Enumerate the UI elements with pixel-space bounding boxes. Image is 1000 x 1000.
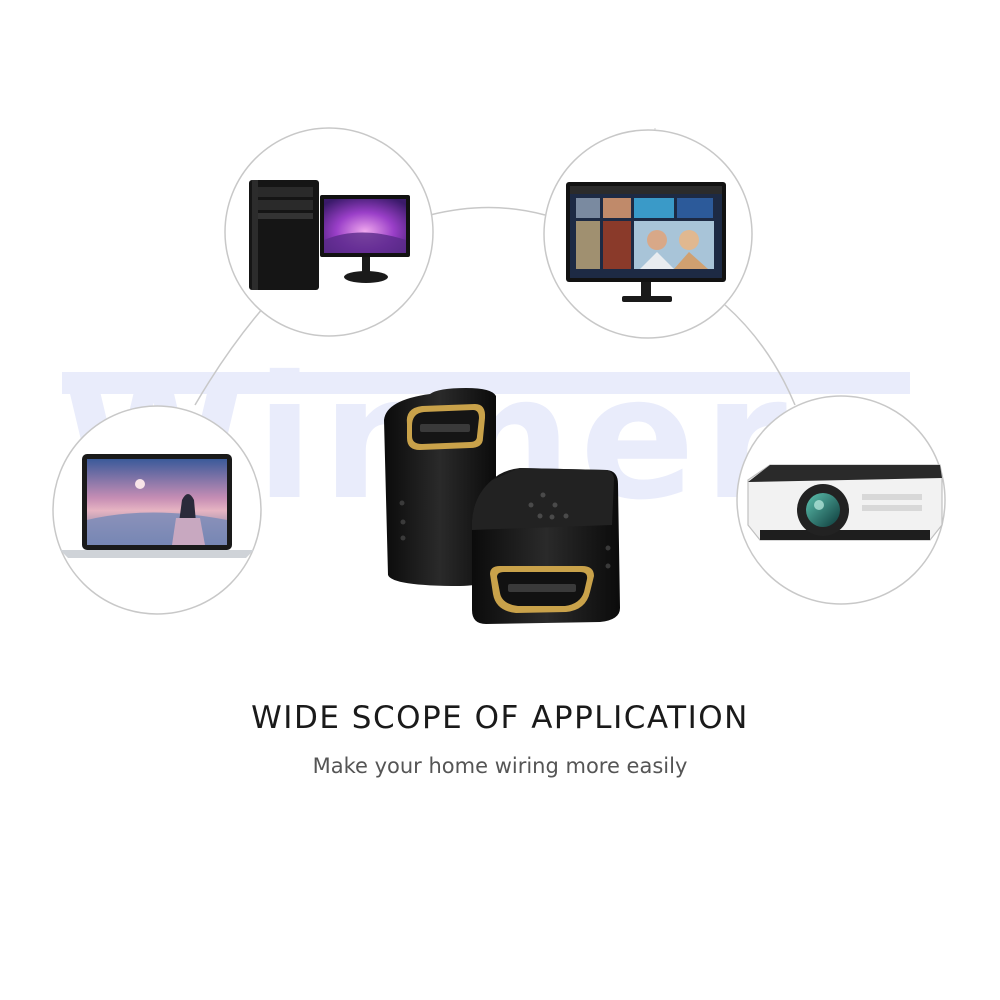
desktop-computer-icon — [249, 180, 410, 290]
hdmi-coupler-icon — [472, 468, 620, 624]
subtitle: Make your home wiring more easily — [312, 754, 688, 778]
connector-line — [724, 304, 796, 406]
page-title: WIDE SCOPE OF APPLICATION — [251, 700, 749, 736]
hdmi-coupler-icon — [384, 388, 496, 586]
monitor-icon — [566, 182, 726, 302]
projector-icon — [747, 464, 943, 541]
connector-line — [429, 206, 546, 216]
laptop-icon — [60, 454, 254, 558]
